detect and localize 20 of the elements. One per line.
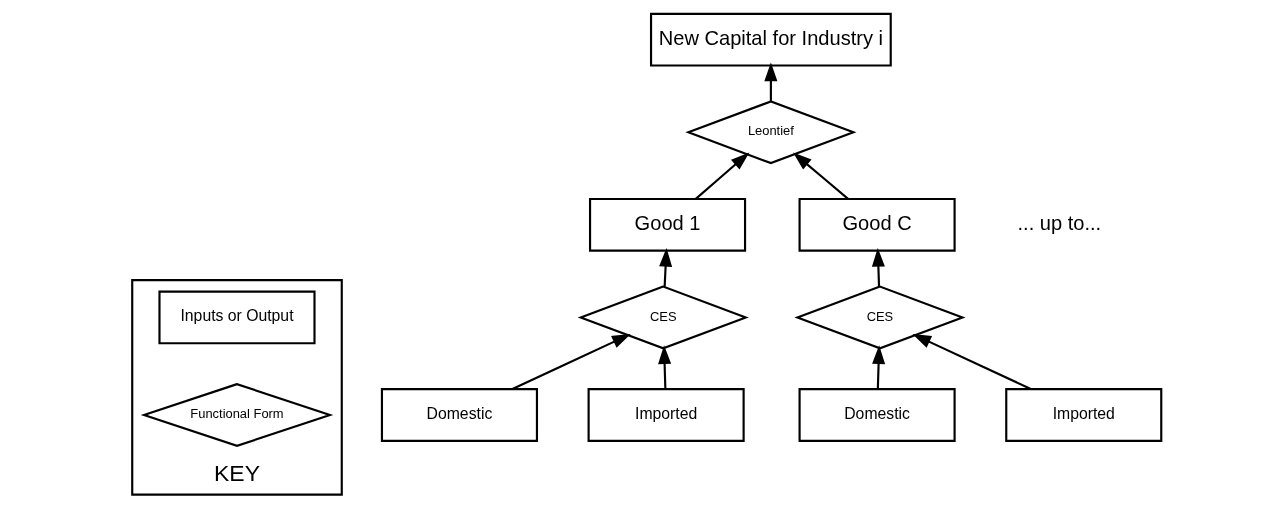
node-box: Inputs or Output: [158, 290, 316, 345]
node-diamond: Leontief: [685, 100, 857, 165]
arrow: [695, 152, 750, 200]
node-diamond: Functional Form: [140, 383, 334, 447]
arrow: [659, 247, 673, 287]
arrow: [512, 333, 631, 390]
arrow: [764, 62, 778, 101]
node-box: Imported: [587, 388, 745, 442]
arrow: [658, 345, 672, 389]
node-box: Domestic: [798, 388, 956, 442]
label: ... up to...: [1017, 212, 1102, 235]
node-box: New Capital for Industry i: [649, 12, 892, 67]
node-box: Good 1: [588, 197, 747, 252]
node-box: Domestic: [380, 388, 539, 442]
arrow: [872, 345, 886, 389]
arrow: [793, 152, 849, 200]
node-box: Imported: [1005, 388, 1163, 442]
node-box: Good C: [798, 197, 956, 252]
arrow: [871, 247, 885, 287]
arrow: [912, 333, 1032, 390]
